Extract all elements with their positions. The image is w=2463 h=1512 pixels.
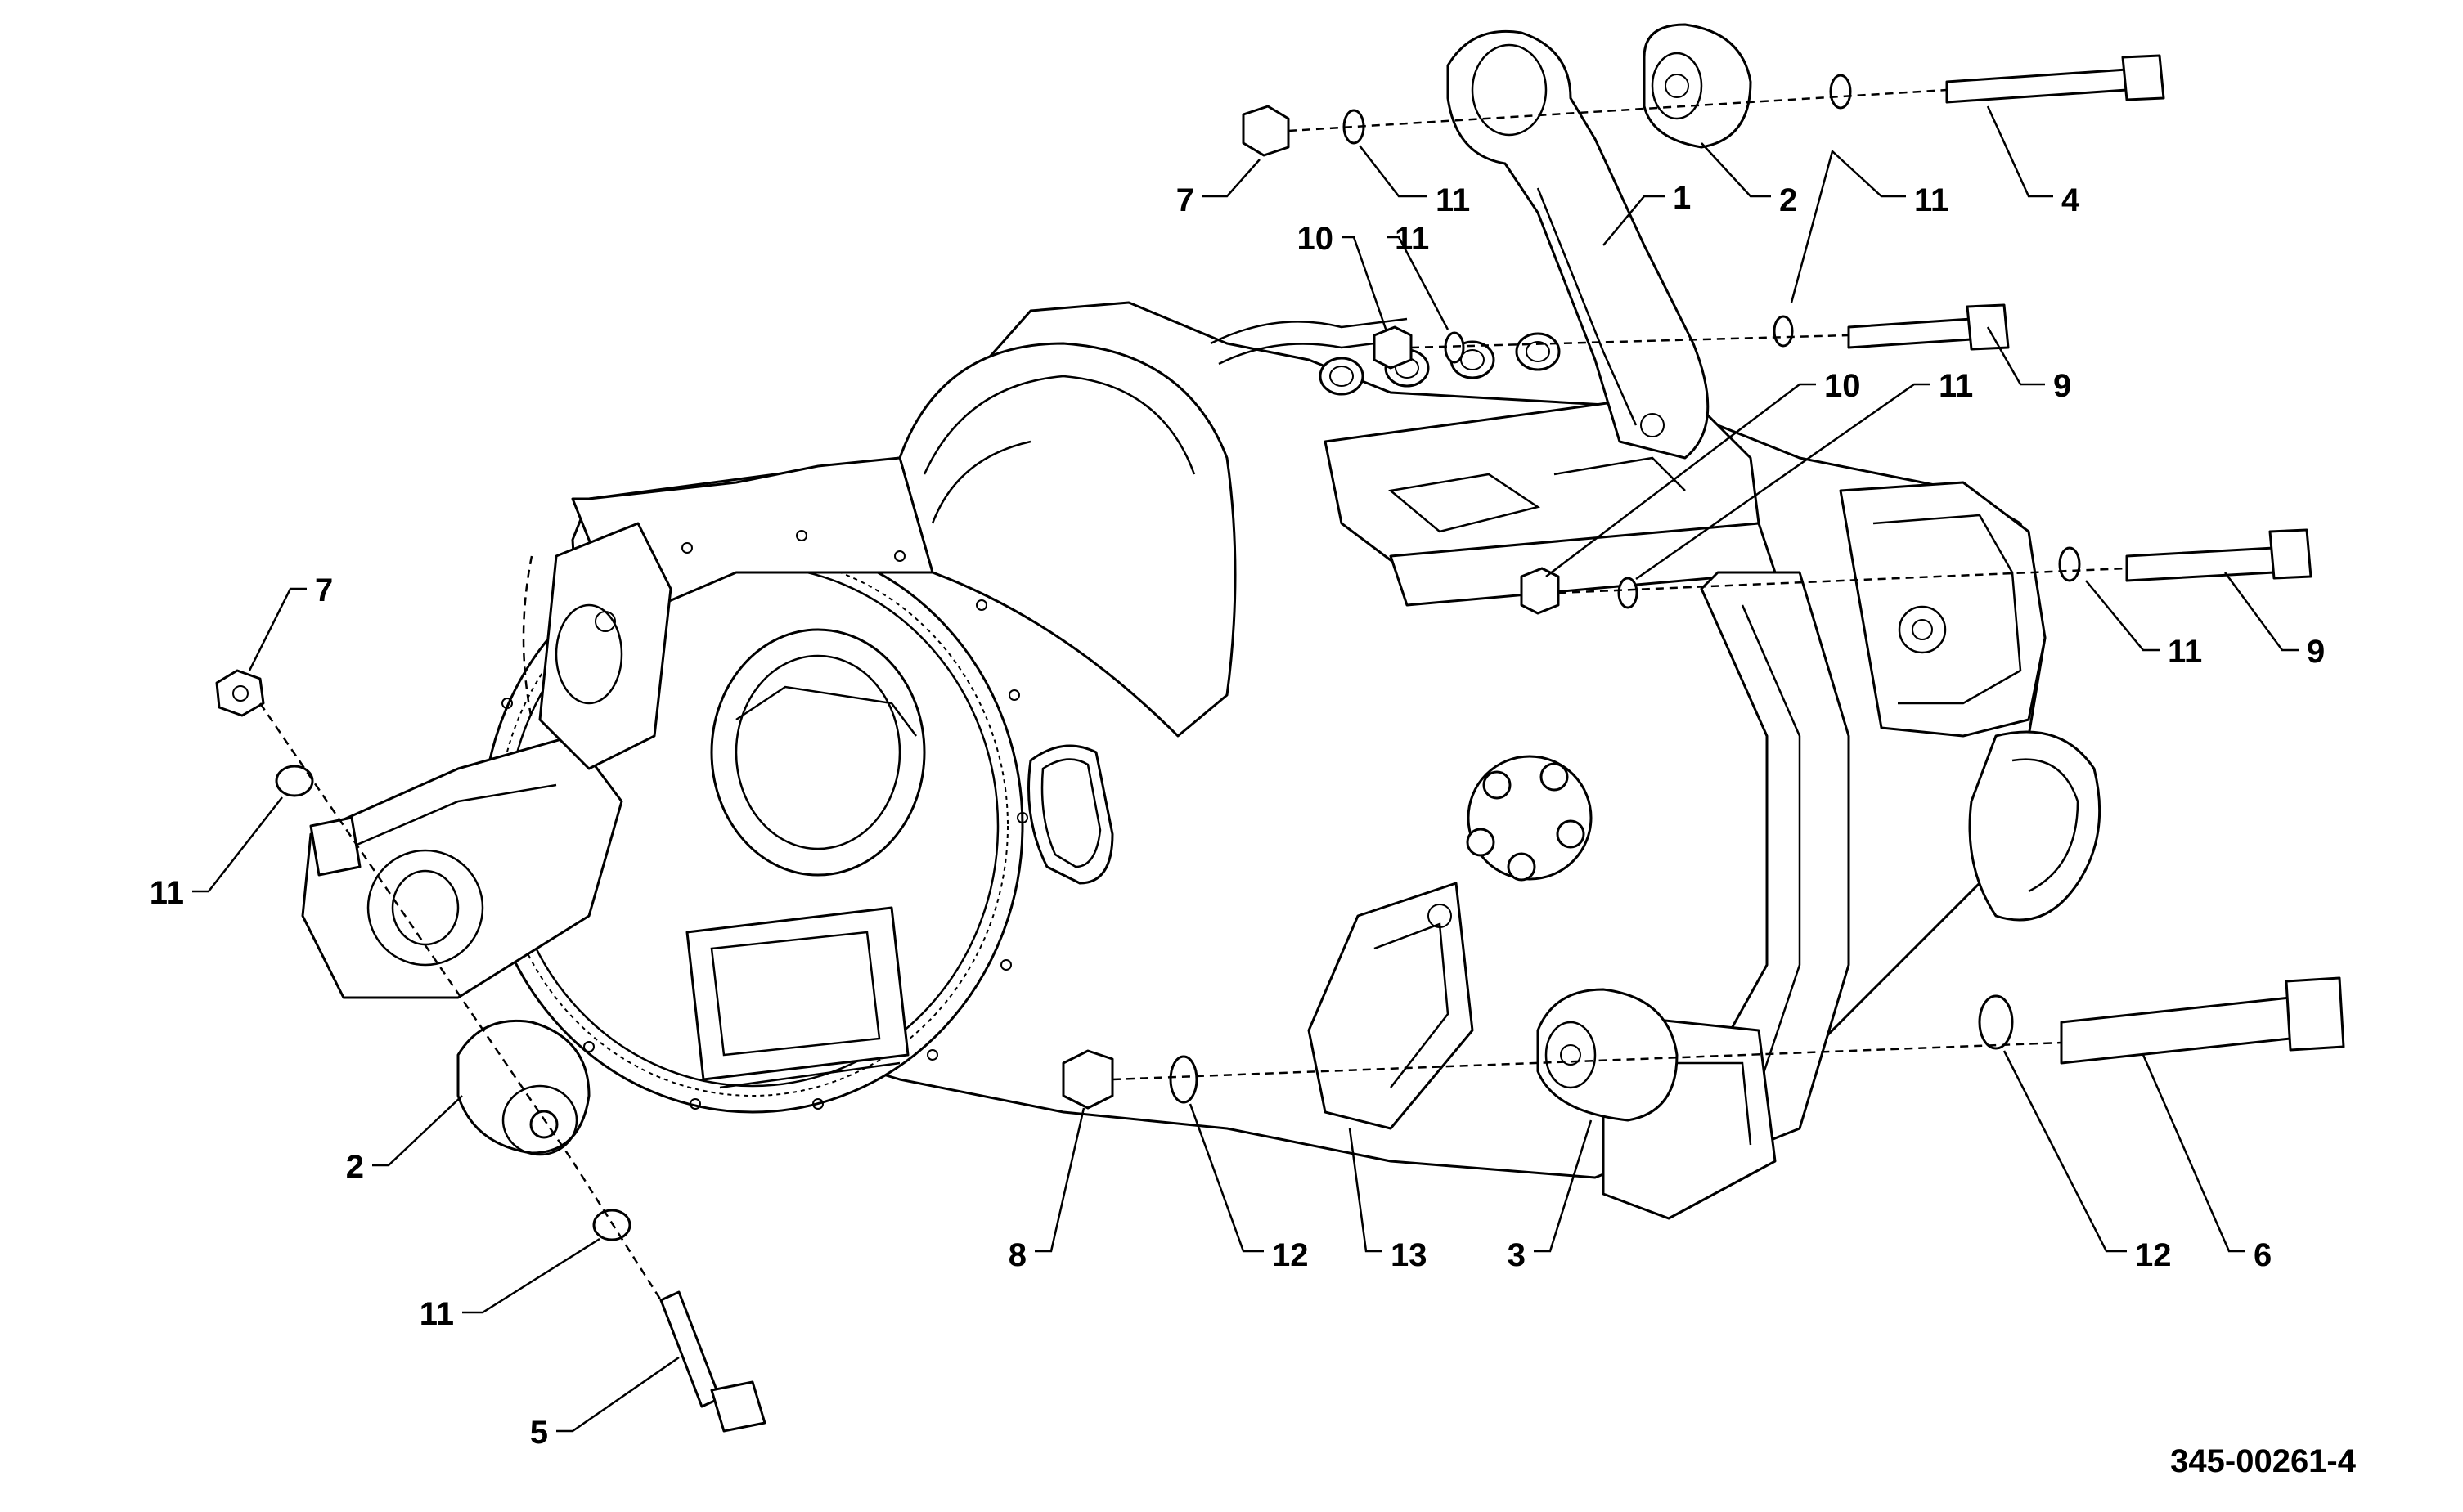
callout-8: 8 [1009, 1237, 1027, 1273]
callout-10-upper: 10 [1297, 221, 1334, 257]
callout-11-mid-right: 11 [1939, 368, 1973, 404]
callout-9-lower: 9 [2307, 634, 2325, 670]
bolt-9-lower [2125, 528, 2312, 582]
assembly-axis-lines [258, 88, 2128, 1301]
nut-7-left [215, 669, 265, 717]
drawing-number: 345-00261-4 [2170, 1443, 2357, 1479]
output-flange [1466, 755, 1593, 882]
callout-1: 1 [1673, 180, 1691, 216]
right-rubber-mount [1536, 988, 1679, 1122]
callout-leaders [192, 105, 2299, 1433]
bolt-4 [1945, 54, 2165, 104]
callout-2-upper: 2 [1779, 182, 1797, 218]
nut-7-upper [1242, 105, 1290, 157]
left-rubber-mount [456, 1019, 591, 1156]
callout-11-upper-right: 11 [1914, 182, 1948, 218]
transmission-housing [301, 301, 2101, 1220]
callout-11-right: 11 [2168, 634, 2202, 670]
torque-arm-link [1446, 23, 1752, 460]
hydraulic-fittings [1319, 332, 1561, 396]
bolt-9-upper [1847, 303, 2010, 351]
bolt-5 [659, 1290, 766, 1433]
callout-11-left-lower: 11 [420, 1296, 454, 1332]
callout-5: 5 [530, 1415, 548, 1451]
washers [275, 74, 2081, 1241]
callout-7-top: 7 [1176, 182, 1194, 218]
nut-10-lower [1520, 567, 1560, 615]
callout-10-lower: 10 [1824, 368, 1861, 404]
callout-11-left-upper: 11 [150, 875, 184, 911]
nut-8 [1062, 1049, 1114, 1110]
callout-3: 3 [1508, 1237, 1526, 1273]
callout-4: 4 [2061, 182, 2080, 218]
callout-6: 6 [2254, 1237, 2272, 1273]
callout-2-left: 2 [346, 1149, 364, 1185]
callout-9-upper: 9 [2053, 368, 2071, 404]
callout-12-center: 12 [1272, 1237, 1309, 1273]
callout-11-top: 11 [1436, 182, 1470, 218]
nut-10-upper [1373, 325, 1413, 370]
callout-labels: 1 1 2 2 3 4 5 6 7 7 8 9 9 10 10 11 11 11… [150, 180, 2326, 1451]
callout-12-right: 12 [2135, 1237, 2172, 1273]
callout-7-left: 7 [315, 572, 333, 608]
callout-13: 13 [1391, 1237, 1427, 1273]
bolt-6 [2060, 976, 2345, 1065]
callout-11-fittings: 11 [1395, 221, 1429, 257]
